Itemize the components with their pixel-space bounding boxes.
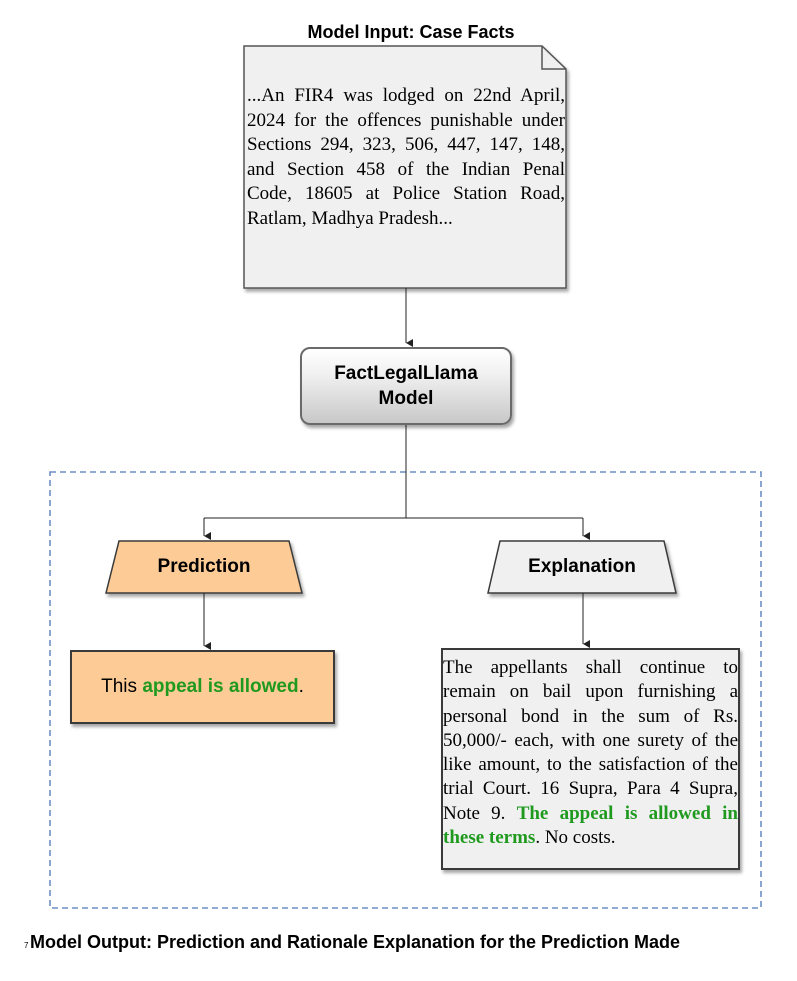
explanation-result-box <box>441 648 740 870</box>
prediction-trapezoid <box>105 540 303 594</box>
document-fold <box>541 46 566 70</box>
explanation-text: The appellants shall continue to remain … <box>443 657 738 849</box>
prediction-label: Prediction <box>157 556 251 577</box>
output-marker: 7 <box>24 941 29 950</box>
model-type: Model <box>378 388 434 409</box>
prediction-text: This appeal is allowed. <box>101 676 304 697</box>
explanation-trapezoid <box>487 540 677 594</box>
model-name: FactLegalLlama <box>334 363 478 384</box>
model-box: FactLegalLlama Model <box>300 347 512 425</box>
explanation-highlight: The appeal is allowed in these terms <box>443 802 738 849</box>
case-facts-document <box>243 45 567 289</box>
explanation-label: Explanation <box>528 556 636 577</box>
prediction-result-box: This appeal is allowed. <box>70 650 335 724</box>
input-title: Model Input: Case Facts <box>307 22 515 42</box>
case-facts-text: ...An FIR4 was lodged on 22nd April, 202… <box>247 85 565 229</box>
prediction-highlight: appeal is allowed <box>142 676 299 697</box>
output-title: Model Output: Prediction and Rationale E… <box>30 932 681 952</box>
